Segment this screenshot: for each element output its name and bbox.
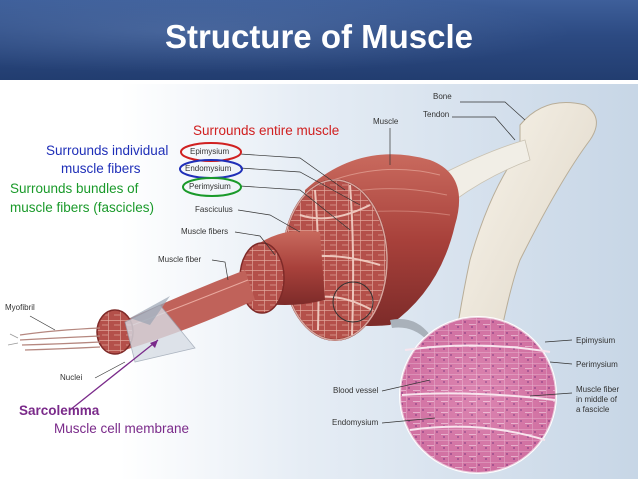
label-myofibril: Myofibril: [5, 303, 35, 312]
label-nuclei: Nuclei: [60, 373, 83, 382]
label-epimysium: Epimysium: [190, 147, 230, 156]
leader-lines: [29, 101, 573, 424]
myofibril-strands: [19, 327, 101, 351]
note-epimysium: Surrounds entire muscle: [193, 123, 340, 138]
note-sarcolemma-title: Sarcolemma: [19, 403, 100, 418]
banner-shading: [0, 0, 638, 80]
label-endomysium: Endomysium: [185, 164, 232, 173]
label-muscle-fiber: Muscle fiber: [158, 255, 202, 264]
label-endomysium-micro: Endomysium: [332, 418, 379, 427]
label-muscle-fiber-micro-3: a fascicle: [576, 405, 610, 414]
label-perimysium-micro: Perimysium: [576, 360, 618, 369]
label-blood-vessel: Blood vessel: [333, 386, 379, 395]
label-bone: Bone: [433, 92, 452, 101]
note-endomysium-line1: Surrounds individual: [46, 143, 169, 158]
note-perimysium-line2: muscle fibers (fascicles): [10, 200, 155, 215]
label-muscle-fiber-micro-2: in middle of: [576, 395, 617, 404]
note-perimysium-line1: Surrounds bundles of: [10, 181, 139, 196]
sarcolemma-pointer: [69, 339, 159, 411]
label-tendon: Tendon: [423, 110, 450, 119]
label-epimysium-micro: Epimysium: [576, 336, 616, 345]
fascicle-highlight-ring: [332, 281, 374, 323]
muscle-diagram: [7, 84, 638, 479]
tendon-shape: [439, 139, 531, 201]
label-perimysium: Perimysium: [189, 182, 231, 191]
label-fasciculus: Fasciculus: [195, 205, 233, 214]
label-muscle-fibers: Muscle fibers: [181, 227, 229, 236]
perimysium-highlight-oval: [182, 177, 242, 197]
note-sarcolemma-desc: Muscle cell membrane: [54, 421, 190, 436]
title-banner: [0, 0, 638, 80]
note-endomysium-line2: muscle fibers: [61, 161, 141, 176]
label-muscle: Muscle: [373, 117, 399, 126]
label-muscle-fiber-micro-1: Muscle fiber: [576, 385, 620, 394]
page-title: Structure of Muscle: [164, 18, 474, 55]
